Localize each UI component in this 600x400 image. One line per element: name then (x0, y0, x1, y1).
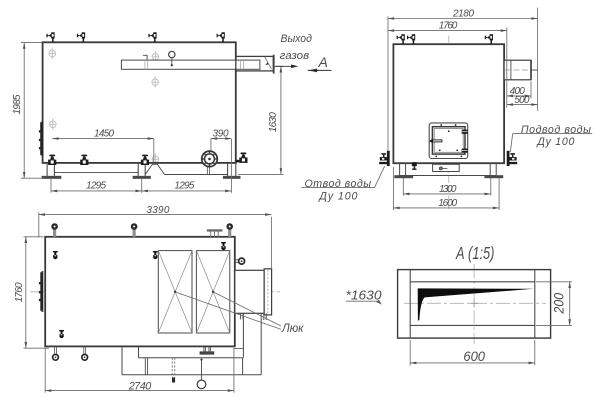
svg-text:390: 390 (213, 128, 229, 139)
svg-text:Подвод воды: Подвод воды (521, 124, 591, 136)
svg-text:200: 200 (552, 293, 567, 315)
svg-text:1600: 1600 (438, 198, 457, 209)
svg-text:1450: 1450 (94, 128, 114, 139)
svg-text:1630: 1630 (268, 112, 279, 132)
svg-text:Отвод воды: Отвод воды (305, 178, 372, 190)
svg-text:1760: 1760 (14, 282, 25, 302)
svg-text:газов: газов (280, 50, 310, 62)
svg-text:1985: 1985 (12, 94, 23, 114)
svg-text:1300: 1300 (439, 184, 457, 195)
svg-text:*1630: *1630 (346, 287, 383, 302)
svg-text:1760: 1760 (439, 21, 458, 32)
svg-text:600: 600 (463, 349, 485, 364)
svg-text:500: 500 (514, 95, 529, 106)
svg-text:А: А (318, 54, 328, 70)
svg-text:1295: 1295 (86, 180, 106, 191)
svg-text:2180: 2180 (452, 9, 474, 20)
svg-text:Ду 100: Ду 100 (536, 136, 574, 148)
svg-text:Люк: Люк (281, 321, 305, 335)
svg-text:1295: 1295 (174, 180, 194, 191)
svg-text:Выход: Выход (280, 33, 312, 45)
svg-text:400: 400 (510, 86, 525, 97)
svg-text:2740: 2740 (128, 380, 152, 392)
svg-text:Ду 100: Ду 100 (318, 190, 357, 202)
svg-text:А (1:5): А (1:5) (455, 243, 494, 263)
svg-text:3390: 3390 (146, 205, 169, 216)
